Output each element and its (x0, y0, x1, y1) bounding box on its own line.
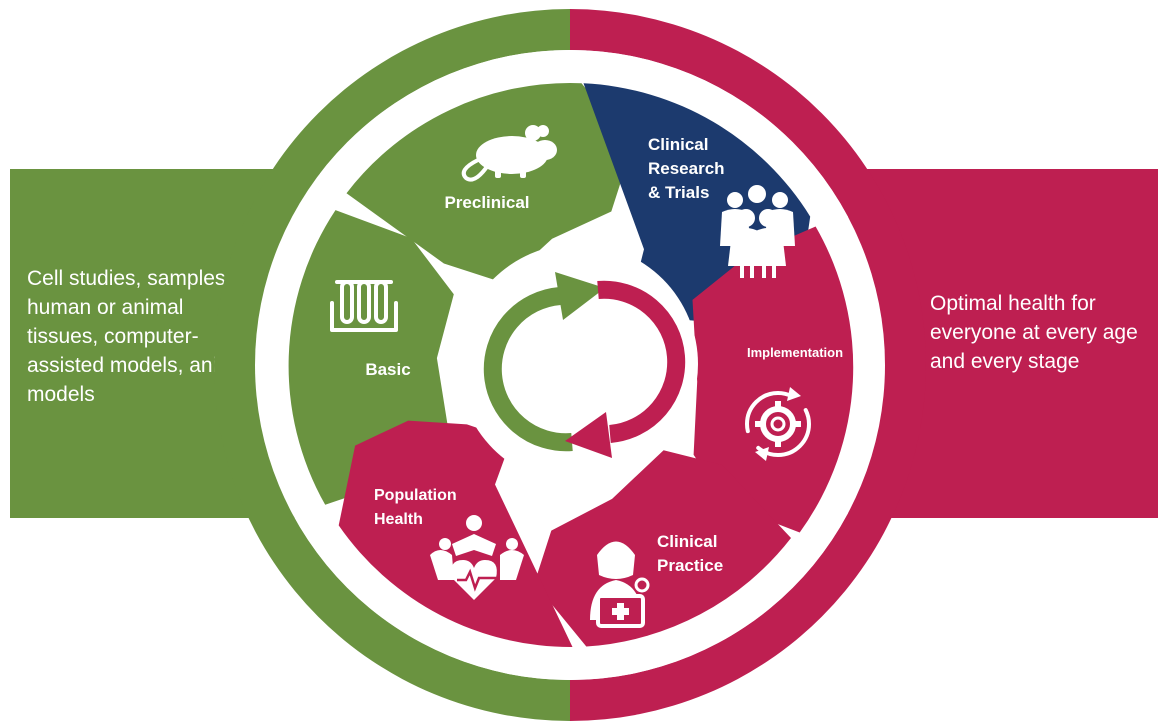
segment-implementation (692, 226, 854, 533)
right-description-text: Optimal health for everyone at every age… (930, 292, 1138, 373)
segment-preclinical (346, 82, 633, 283)
people-group-icon (720, 185, 795, 278)
outer-ring-crimson (570, 9, 926, 721)
test-tubes-icon (330, 280, 398, 332)
stage-label-implementation: Implementation (747, 345, 843, 360)
gear-cycle-icon (745, 387, 811, 461)
mouse-icon (461, 125, 557, 182)
stage-label-basic: Basic (365, 360, 410, 379)
stage-label-preclinical: Preclinical (444, 193, 529, 212)
left-description-text: Cell studies, samples of human or animal… (27, 267, 252, 406)
outer-ring-green (214, 9, 570, 721)
doctor-icon (590, 541, 650, 628)
segment-population-health (338, 420, 573, 648)
stage-label-clinical-practice: Clinical Practice (657, 532, 723, 575)
community-heart-icon (430, 515, 524, 600)
cycle-arrows-icon (483, 272, 686, 458)
stage-label-clinical-research: Clinical Research & Trials (648, 135, 729, 202)
stage-label-population-health: Population Health (374, 487, 461, 528)
